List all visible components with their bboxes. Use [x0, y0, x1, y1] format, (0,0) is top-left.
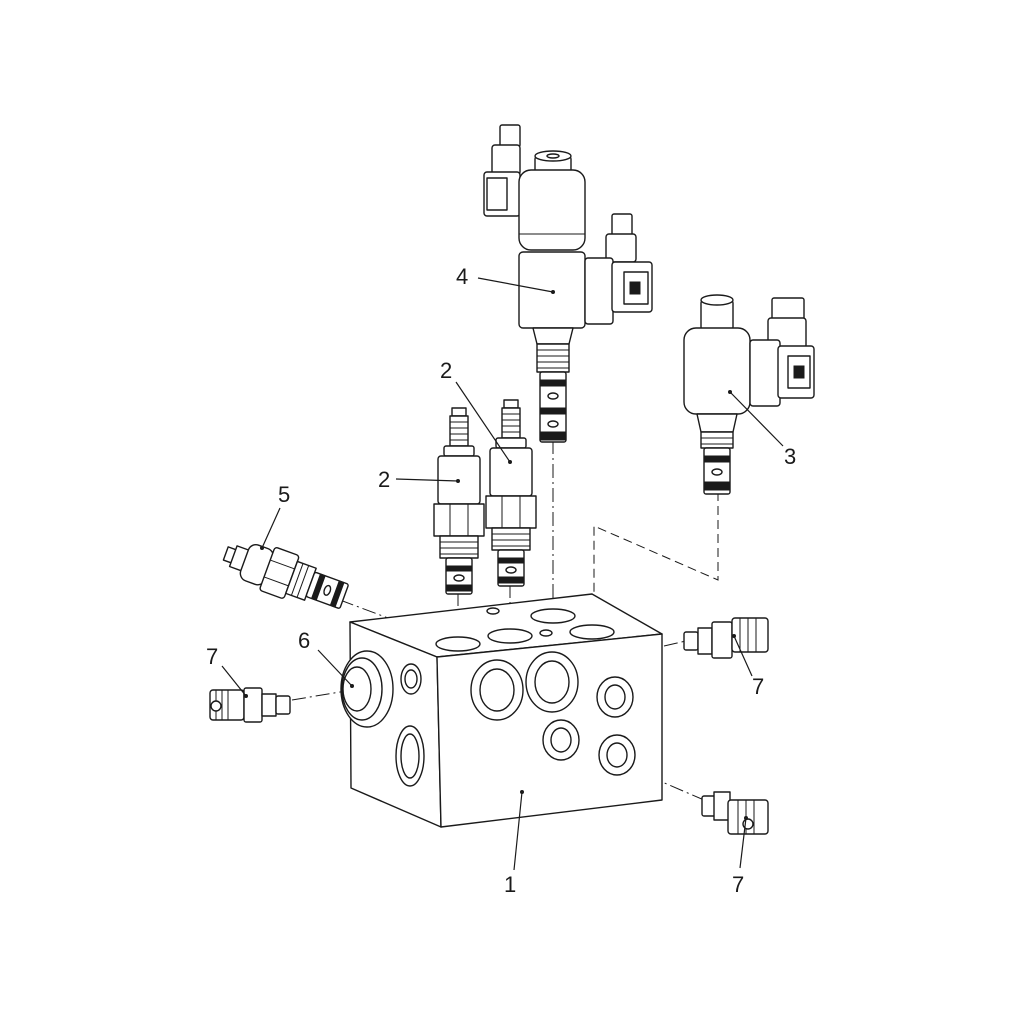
connector-cap-valve-3 — [771, 297, 805, 321]
solenoid-valve-3 — [683, 294, 815, 495]
relief-valve-2a — [433, 407, 485, 595]
centerline-valve-5 — [339, 599, 389, 619]
solenoid-valve-4 — [483, 124, 653, 443]
centerline-plug-7-right — [663, 639, 691, 647]
connector-cap-left — [499, 124, 521, 148]
callout-6: 6 — [298, 628, 310, 653]
plug-7-left — [209, 687, 291, 723]
hidden-line-valve-3 — [593, 492, 719, 610]
coil-upper — [518, 169, 586, 251]
top-port-1 — [435, 636, 481, 652]
callout-5: 5 — [278, 482, 290, 507]
callout-7-right: 7 — [752, 674, 764, 699]
connector-cap-right — [611, 213, 633, 237]
relief-valve-2b — [485, 399, 537, 587]
cartridge-valve-5 — [222, 543, 349, 609]
top-port-4 — [569, 624, 615, 640]
callout-3: 3 — [784, 444, 796, 469]
plug-7-bottom — [701, 791, 769, 835]
manifold-block — [349, 593, 663, 828]
top-port-2 — [487, 628, 533, 644]
top-small-port-2 — [539, 629, 553, 637]
callout-2-left: 2 — [378, 467, 390, 492]
top-port-3 — [530, 608, 576, 624]
callout-7-bottom: 7 — [732, 872, 744, 897]
leader-lines — [221, 277, 784, 871]
plug-7-right — [683, 617, 769, 659]
callout-2-right: 2 — [440, 358, 452, 383]
callout-7-left: 7 — [206, 644, 218, 669]
plug-6 — [340, 650, 394, 728]
callout-4: 4 — [456, 264, 468, 289]
callout-1: 1 — [504, 872, 516, 897]
coil-lower — [518, 251, 586, 329]
callout-labels: 1 2 2 3 4 5 6 7 7 7 — [206, 264, 796, 897]
coil-valve-3 — [683, 327, 751, 415]
top-small-port-1 — [486, 607, 500, 615]
